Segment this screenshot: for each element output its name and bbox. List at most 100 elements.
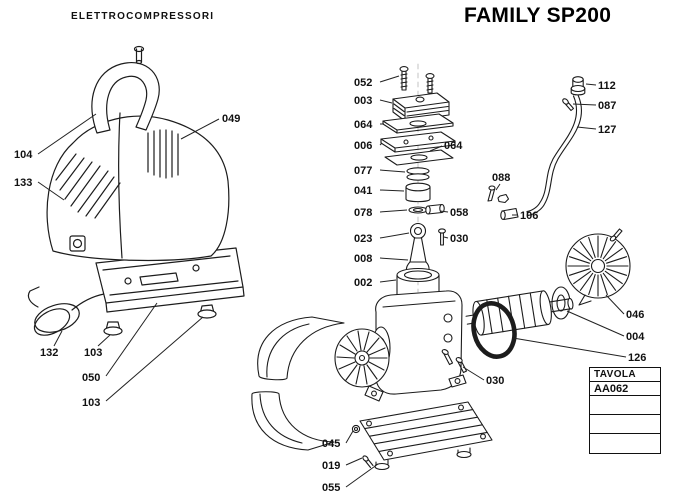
assembled-compressor-illustration [27, 45, 245, 336]
callout-103: 103 [84, 347, 102, 359]
callout-006: 006 [354, 140, 372, 152]
callout-041: 041 [354, 185, 372, 197]
power-cord [27, 286, 105, 336]
callout-049: 049 [222, 113, 240, 125]
callout-023: 023 [354, 233, 372, 245]
leader-line-004 [566, 310, 625, 337]
tavola-empty-row [590, 396, 660, 415]
leader-line-132 [53, 330, 63, 347]
callout-019: 019 [322, 460, 340, 472]
leader-line-030 [462, 366, 485, 381]
leader-line-133 [37, 181, 65, 201]
leader-line-064 [429, 145, 443, 152]
leader-line-052 [379, 75, 400, 83]
callout-064: 064 [444, 140, 463, 152]
carry-handle [91, 45, 160, 134]
callout-050: 050 [82, 372, 100, 384]
cover-screw [612, 228, 623, 239]
leader-line-112 [585, 83, 597, 86]
leader-line-008 [379, 257, 409, 261]
callout-046: 046 [626, 309, 644, 321]
callout-127: 127 [598, 124, 616, 136]
leader-line-104 [37, 113, 97, 155]
leader-lines-layer [37, 75, 627, 488]
leader-line-049 [180, 118, 220, 140]
rubber-foot-left [103, 321, 123, 336]
tavola-title: TAVOLA [590, 368, 660, 382]
screw-030-top [438, 228, 446, 246]
callout-078: 078 [354, 207, 372, 219]
fan-cover-046 [565, 228, 631, 306]
callout-104: 104 [14, 149, 33, 161]
right-vent-slots [147, 129, 179, 179]
end-shield-004 [551, 286, 571, 320]
leader-line-046 [605, 294, 625, 315]
leader-line-058 [439, 210, 449, 213]
valve-plate-006 [380, 131, 456, 153]
leader-line-103 [97, 334, 111, 347]
fitting-106 [500, 207, 519, 221]
leader-line-078 [379, 209, 408, 213]
leader-line-041 [379, 189, 405, 192]
piston-rings-077 [406, 167, 430, 181]
leader-line-050 [105, 302, 158, 377]
callout-077: 077 [354, 165, 372, 177]
screws-030-bottom [441, 349, 468, 374]
leader-line-088 [495, 183, 501, 191]
leader-line-023 [379, 232, 410, 239]
callout-003: 003 [354, 95, 372, 107]
leader-line-103 [105, 316, 204, 402]
washer-078 [408, 206, 428, 214]
leader-line-087 [572, 103, 597, 106]
leader-line-003 [379, 99, 393, 104]
callout-103: 103 [82, 397, 100, 409]
callout-087: 087 [598, 100, 616, 112]
leader-line-006 [379, 142, 383, 146]
body-seam [118, 112, 123, 259]
callout-133: 133 [14, 177, 32, 189]
callout-002: 002 [354, 277, 372, 289]
tavola-empty-row [590, 415, 660, 434]
tavola-table: TAVOLA AA062 [589, 367, 661, 454]
piston-041 [405, 182, 431, 203]
callout-106: 106 [520, 210, 538, 222]
callout-045: 045 [322, 438, 340, 450]
base-gasket-064b [384, 149, 454, 166]
switch-detail [69, 235, 86, 252]
rotor-assembly [465, 290, 574, 336]
brand-title: ELETTROCOMPRESSORI [71, 11, 215, 22]
left-vent-slats [55, 153, 121, 219]
callout-030: 030 [450, 233, 468, 245]
base-plate-055 [359, 401, 493, 471]
connecting-rod-023-008 [405, 222, 430, 278]
tavola-empty-row [590, 434, 660, 453]
fitting-112 [570, 76, 586, 96]
callout-052: 052 [354, 77, 372, 89]
leader-line-077 [379, 169, 406, 173]
tube-127 [526, 94, 583, 217]
leader-line-019 [345, 457, 363, 466]
leader-line-126 [512, 337, 627, 358]
screw-019 [362, 455, 374, 469]
tavola-code: AA062 [590, 382, 660, 396]
fan-shroud-upper [257, 316, 345, 381]
fan-shroud-lower [251, 391, 335, 451]
fasteners-088 [487, 185, 510, 204]
head-gasket-064a [382, 113, 454, 134]
exploded-view-illustration [251, 63, 631, 471]
fan-impeller [334, 328, 390, 388]
leader-line-045 [345, 430, 354, 444]
wrist-pin-058 [425, 203, 445, 215]
callout-030: 030 [486, 375, 504, 387]
callout-088: 088 [492, 172, 510, 184]
callout-064: 064 [354, 119, 373, 131]
rubber-foot-right [197, 304, 217, 319]
head-screws-052 [399, 66, 435, 94]
callout-004: 004 [626, 331, 645, 343]
leader-line-002 [379, 279, 397, 283]
grommet-045 [351, 424, 361, 434]
leader-line-055 [345, 463, 379, 488]
